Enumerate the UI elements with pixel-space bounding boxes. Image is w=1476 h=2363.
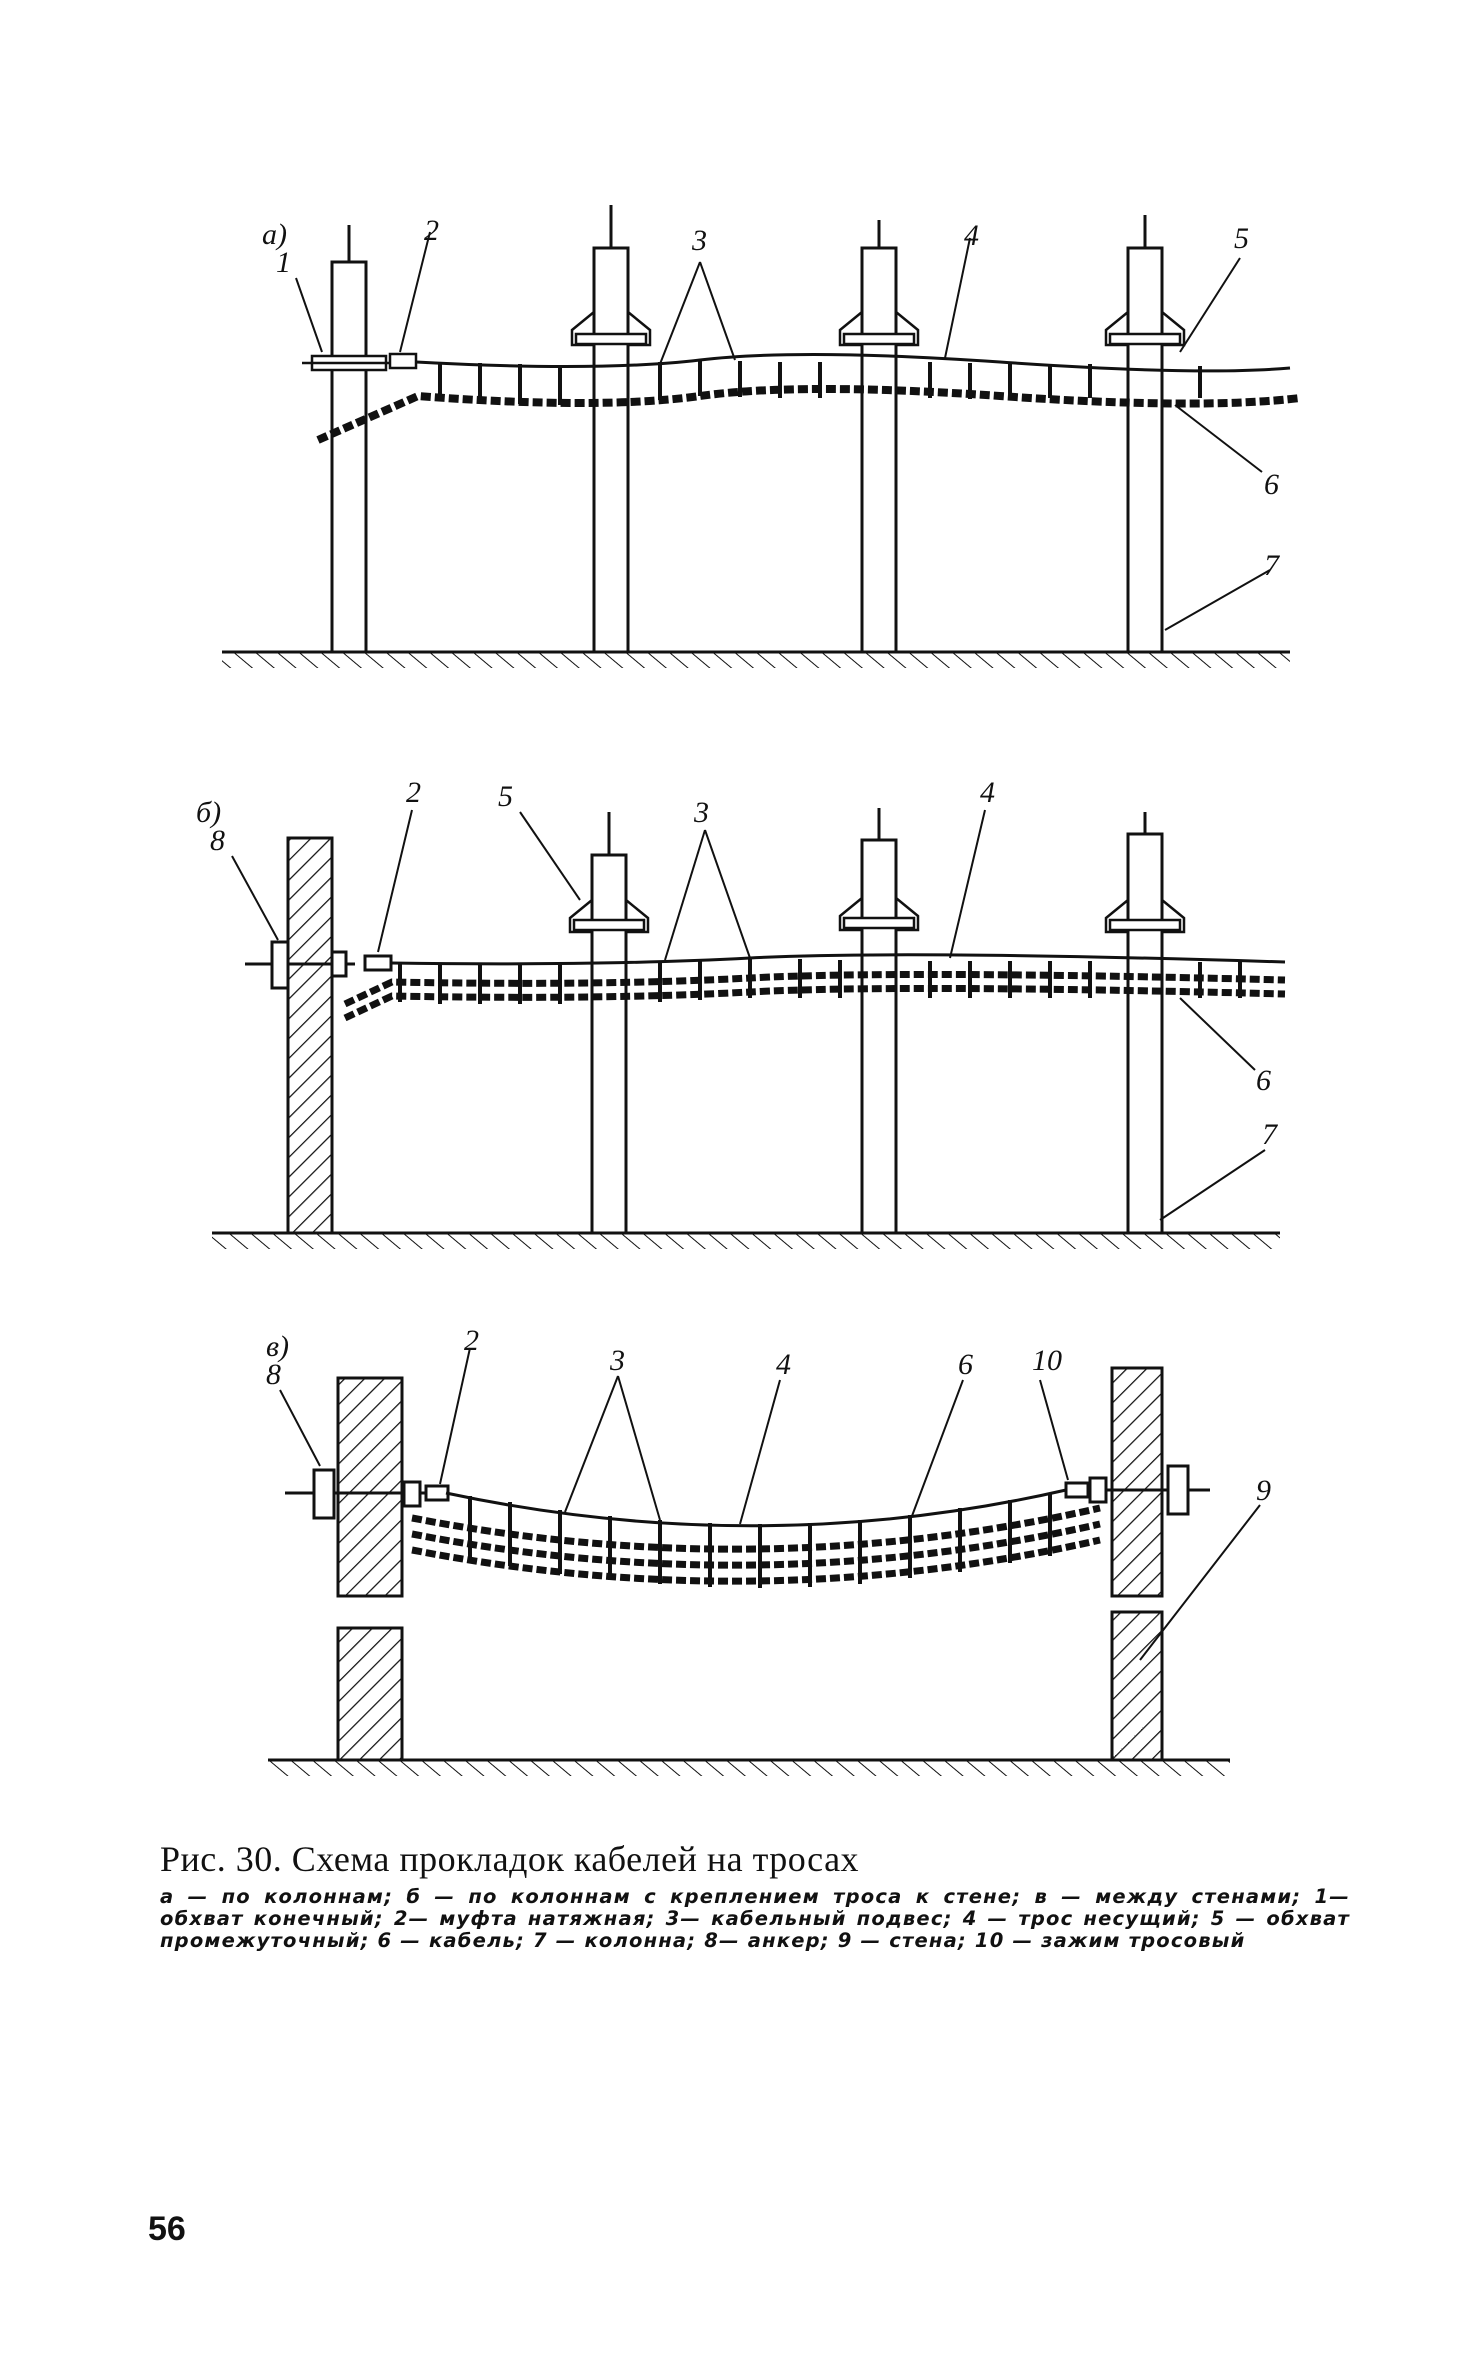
column	[860, 838, 898, 1235]
column	[592, 246, 630, 654]
wall	[286, 836, 334, 1235]
column	[860, 246, 898, 654]
panel-v: в) 8 2 3 4 6 10 9	[266, 1324, 1271, 1776]
callout: 4	[776, 1348, 791, 1381]
callout: 10	[1032, 1344, 1062, 1377]
cable-hangers-b	[398, 958, 1242, 1004]
cables-b	[343, 970, 1286, 1022]
callout: 1	[276, 246, 291, 279]
messenger-wire-b	[390, 953, 1286, 966]
wall	[1110, 1610, 1164, 1762]
column	[590, 853, 628, 1235]
callout: 6	[958, 1348, 973, 1381]
callout: 2	[406, 776, 421, 809]
callout: 3	[693, 796, 709, 829]
columns-b	[590, 808, 1164, 1235]
column	[330, 260, 368, 654]
callout: 2	[424, 214, 439, 247]
callout: 7	[1264, 549, 1281, 582]
anchor-left	[285, 1468, 450, 1520]
cable-hangers-v	[468, 1494, 1052, 1588]
callout: 8	[266, 1358, 281, 1391]
callout: 6	[1256, 1064, 1271, 1097]
figure-caption: Рис. 30. Схема прокладок кабелей на трос…	[160, 1838, 1350, 1952]
anchor-b	[245, 940, 393, 990]
callout: 3	[691, 224, 707, 257]
ground-b	[212, 1231, 1280, 1249]
panel-a: a) 1 2 3 4 5 6 7	[222, 205, 1301, 668]
callout: 4	[980, 776, 995, 809]
column	[1126, 832, 1164, 1235]
columns-a	[330, 205, 1164, 654]
wall	[336, 1626, 404, 1762]
callout: 6	[1264, 468, 1279, 501]
ground-a	[222, 650, 1290, 668]
callout: 3	[609, 1344, 625, 1377]
anchor-right	[1064, 1464, 1210, 1516]
ground-v	[268, 1758, 1230, 1776]
callout: 5	[1234, 222, 1249, 255]
caption-title: Рис. 30. Схема прокладок кабелей на трос…	[160, 1839, 860, 1879]
cables-v	[411, 1504, 1101, 1585]
messenger-wire-a	[415, 352, 1291, 373]
column	[1126, 246, 1164, 654]
callout: 7	[1262, 1118, 1279, 1151]
cable-hangers-a	[438, 360, 1202, 405]
callout: 8	[210, 824, 225, 857]
panel-b: б) 8 2 5 3 4 6 7	[196, 776, 1286, 1249]
callout: 4	[964, 219, 979, 252]
caption-legend: а — по колоннам; б — по колоннам с крепл…	[160, 1885, 1350, 1952]
end-clamp-a	[302, 352, 418, 372]
wall	[336, 1376, 404, 1598]
intermediate-clamps-b	[568, 897, 1186, 934]
wall	[1110, 1366, 1164, 1598]
panel-letter: б)	[196, 796, 221, 829]
panel-letter: a)	[262, 218, 287, 251]
messenger-wire-v	[445, 1488, 1067, 1528]
intermediate-clamps-a	[570, 311, 1186, 347]
callout: 5	[498, 780, 513, 813]
page-number: 56	[148, 2210, 186, 2248]
callout: 9	[1256, 1474, 1271, 1507]
panel-letter: в)	[266, 1330, 289, 1363]
callout: 2	[464, 1324, 479, 1357]
